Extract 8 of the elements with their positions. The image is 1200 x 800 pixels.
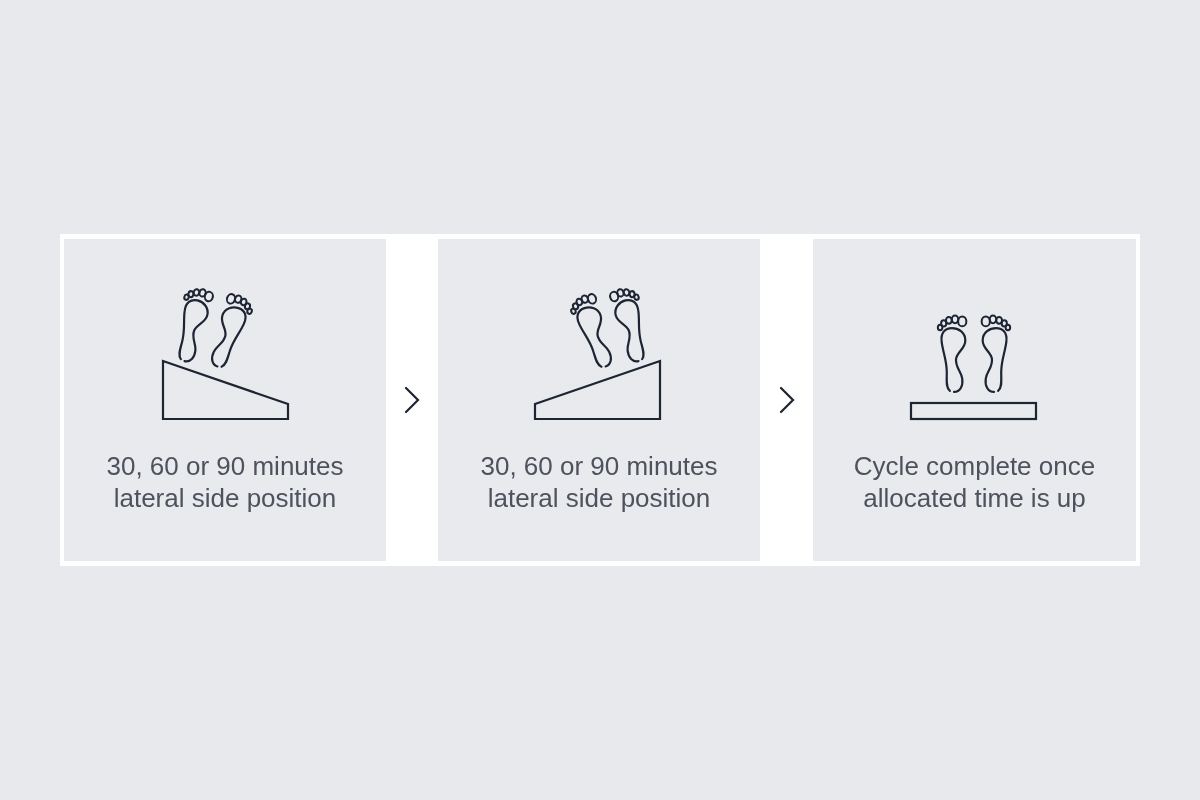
step-text: Cycle complete once allocated time is up <box>852 450 1097 514</box>
chevron-arrow <box>779 386 795 414</box>
step-text: 30, 60 or 90 minutes lateral side position <box>105 450 345 514</box>
step-panel <box>64 239 386 561</box>
chevron-arrow <box>404 386 420 414</box>
step-panel <box>813 239 1136 561</box>
step-panel <box>438 239 760 561</box>
step-text: 30, 60 or 90 minutes lateral side position <box>479 450 719 514</box>
